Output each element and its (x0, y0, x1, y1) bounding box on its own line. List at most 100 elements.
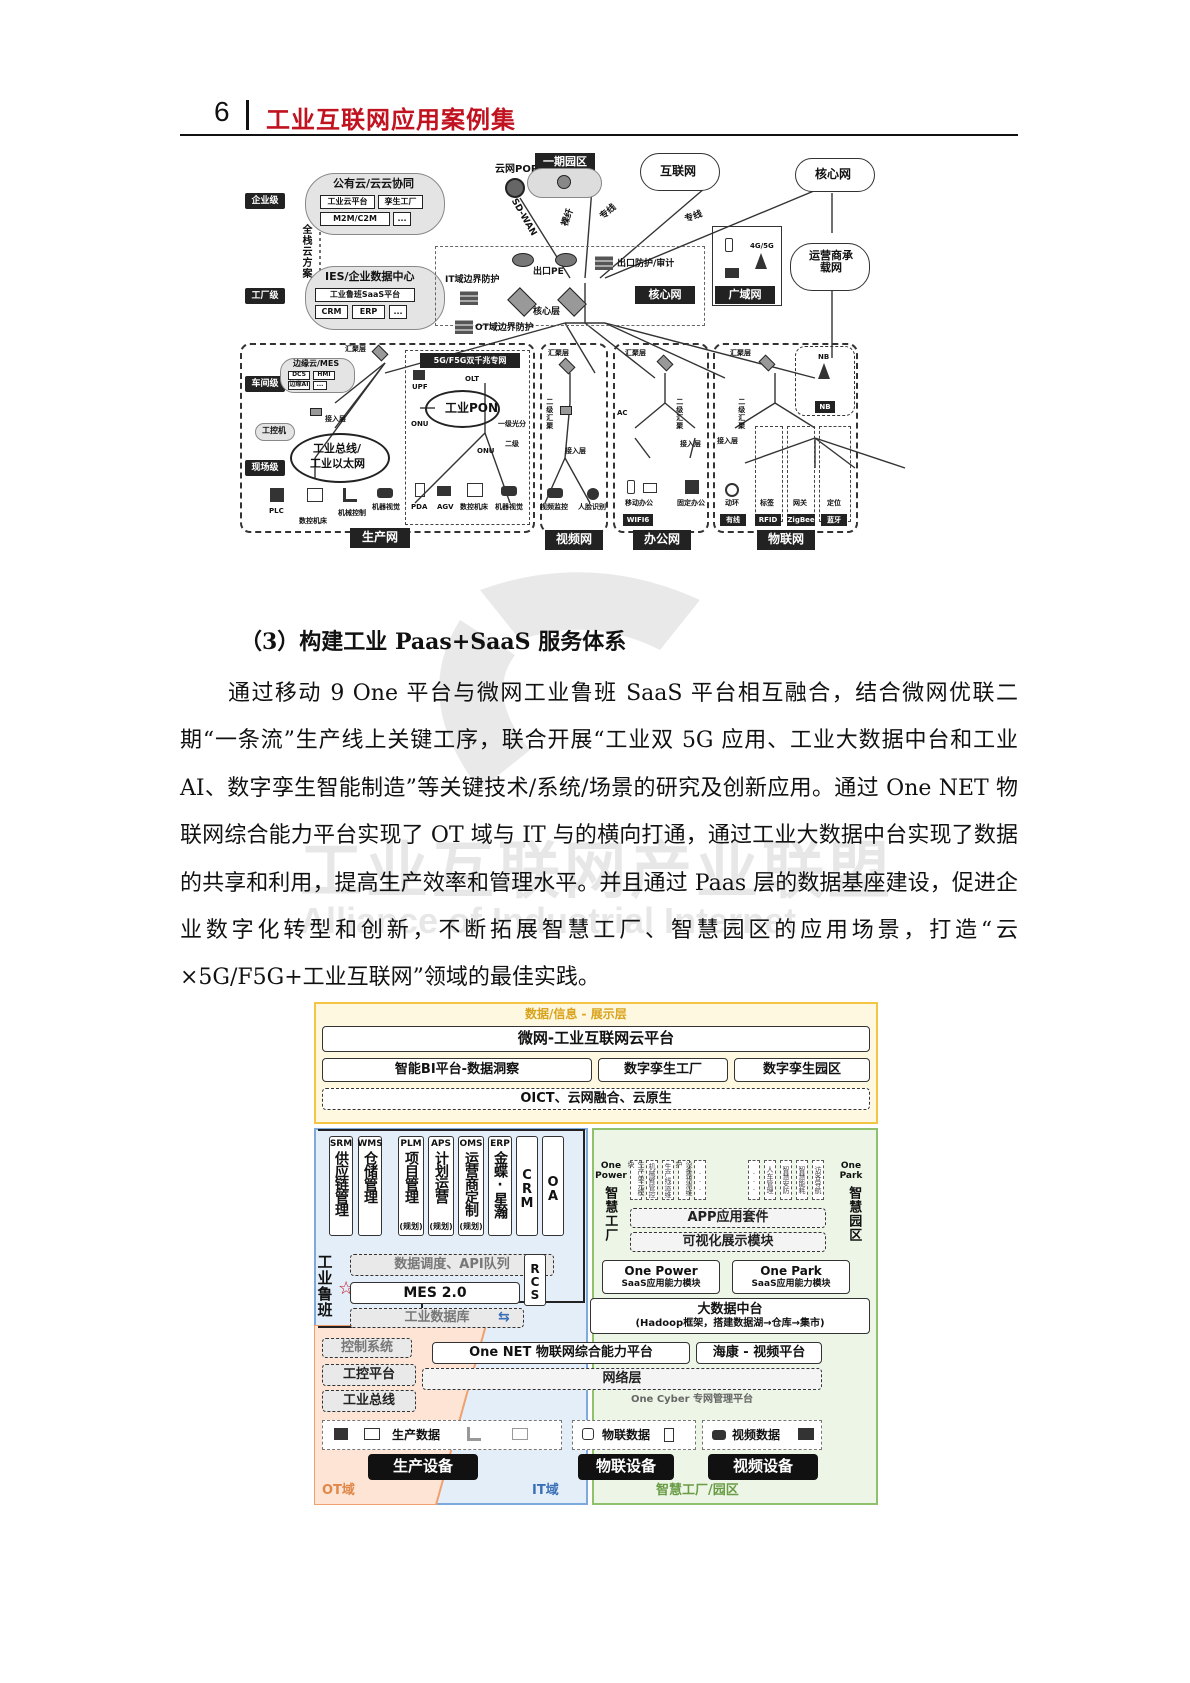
mes-box: MES 2.0 (350, 1282, 520, 1304)
core-zone (435, 246, 705, 326)
it-domain-label: IT域 (532, 1483, 559, 1498)
fg-net-zone (405, 350, 530, 525)
access-label: 接入层 (717, 437, 738, 445)
prod-device: 机器视觉 (495, 503, 523, 511)
meter-icon (664, 1428, 674, 1442)
router-icon (555, 253, 577, 267)
iot-device: 网关 (793, 499, 807, 507)
bus-ring (290, 433, 390, 483)
level2-label: 二级 (505, 440, 519, 448)
app-crm: CRM (516, 1136, 538, 1236)
bus-ring-label: 工业总线/ (313, 442, 362, 455)
prod-device: 数控机床 (460, 503, 488, 511)
kit-item: 智慧能耗 (796, 1160, 808, 1200)
cnc-icon (364, 1428, 380, 1440)
cnc-icon (467, 483, 483, 497)
switch-icon (560, 406, 572, 415)
level-field: 现场级 (245, 460, 285, 476)
iot-tag: RFID (755, 514, 781, 526)
zone-label-production: 生产网 (350, 528, 410, 548)
carrier-cloud (790, 243, 870, 291)
public-cloud-title: 公有云/云云协同 (333, 177, 415, 190)
ot-firewall-label: OT域边界防护 (475, 323, 534, 333)
nb-tag: NB (815, 401, 835, 413)
dt-park: 数字孪生园区 (734, 1058, 870, 1082)
industrial-db: 工业数据库 (350, 1308, 524, 1328)
onu-label: ONU (411, 420, 429, 428)
switch-icon (310, 408, 322, 416)
prod-device: 数控机床 (299, 517, 327, 525)
nb-label: NB (818, 353, 830, 361)
luban-label: 工业鲁班 (315, 1254, 334, 1318)
fg-net-label: 5G/F5G双千兆专网 (420, 353, 520, 368)
agg-label: 汇聚层 (345, 345, 366, 353)
router-icon (505, 178, 525, 198)
one-park-main: 智慧园区 (846, 1186, 862, 1242)
one-power-main: 智慧工厂 (602, 1186, 618, 1242)
vr-icon (798, 1428, 814, 1440)
edge-item: 边缘AI (288, 381, 310, 390)
core-net-label: 核心网 (815, 167, 852, 181)
it-firewall-label: IT域边界防护 (445, 275, 500, 285)
network-topology-diagram: 企业级 工厂级 车间级 现场级 全栈云方案 公有云/云云协同 工业云平台 孪生工… (240, 153, 945, 598)
prod-device: AGV (437, 503, 454, 511)
robot-arm-icon (343, 488, 357, 502)
level-factory: 工厂级 (245, 288, 285, 304)
agv-icon (437, 486, 451, 496)
second-agg-label: 二级汇聚 (737, 398, 746, 430)
video-device: 人脸识别 (578, 503, 606, 511)
robot-arm-icon (467, 1427, 481, 1441)
iot-tag: 蓝牙 (821, 514, 847, 526)
ipc-cloud (255, 423, 295, 441)
splitter-label: 一级光分 (498, 420, 526, 428)
core-layer-label: 核心层 (533, 307, 561, 317)
onenet-platform: One NET 物联网综合能力平台 (432, 1342, 690, 1364)
header-rule (180, 134, 1018, 136)
kit-item: 生产线运维 (662, 1160, 674, 1200)
iot-tag: 有线 (720, 514, 746, 526)
app-oa: OA (542, 1136, 564, 1236)
page-number: 6 (214, 96, 230, 127)
cloud-item: ... (393, 212, 411, 226)
ies-cloud-title: IES/企业数据中心 (325, 270, 415, 283)
access-label: 接入层 (565, 447, 586, 455)
core-net-cloud (795, 158, 875, 192)
office-device: 移动办公 (625, 499, 653, 507)
agg-label: 汇聚层 (625, 349, 646, 357)
one-cyber: One Cyber 专网管理平台 (630, 1394, 754, 1406)
office-device: 固定办公 (677, 499, 705, 507)
kit-item: ... (748, 1160, 760, 1200)
access-label: 接入层 (325, 415, 346, 423)
edge-item: ... (313, 381, 327, 390)
internet-label: 互联网 (660, 164, 697, 178)
paas-saas-architecture: 数据/信息 - 展示层 微网-工业互联网云平台 智能BI平台-数据洞察 数字孪生… (312, 1002, 886, 1507)
nb-zone (795, 346, 855, 416)
bi-platform: 智能BI平台-数据洞察 (322, 1058, 592, 1082)
smart-domain-label: 智慧工厂/园区 (656, 1483, 739, 1498)
upf-icon (413, 370, 425, 380)
zone-label-office: 办公网 (633, 530, 691, 550)
cloud-item: M2M/C2M (320, 212, 390, 226)
running-title: 工业互联网应用案例集 (266, 106, 516, 134)
ipc-platform: 工控平台 (322, 1364, 416, 1386)
cloud-item: 工业鲁班SaaS平台 (315, 288, 415, 302)
second-agg-label: 二级汇聚 (675, 398, 684, 430)
plc-icon (270, 488, 284, 502)
dt-factory: 数字孪生工厂 (598, 1058, 728, 1082)
full-stack-cloud-label: 全栈云方案 (300, 224, 311, 279)
prod-device: 机械控制 (338, 509, 366, 517)
internet-cloud (640, 153, 720, 191)
zone-label-video: 视频网 (545, 530, 603, 550)
body-paragraph: 通过移动 9 One 平台与微网工业鲁班 SaaS 平台相互融合，结合微网优联二… (180, 681, 1018, 991)
one-power-title: One Power (595, 1161, 627, 1181)
olt-label: OLT (465, 375, 480, 383)
iot-data-label: 物联数据 (602, 1428, 651, 1442)
device-icon (334, 1428, 348, 1440)
face-icon (587, 488, 599, 500)
laptop-icon (643, 483, 657, 493)
env-icon (725, 483, 739, 497)
